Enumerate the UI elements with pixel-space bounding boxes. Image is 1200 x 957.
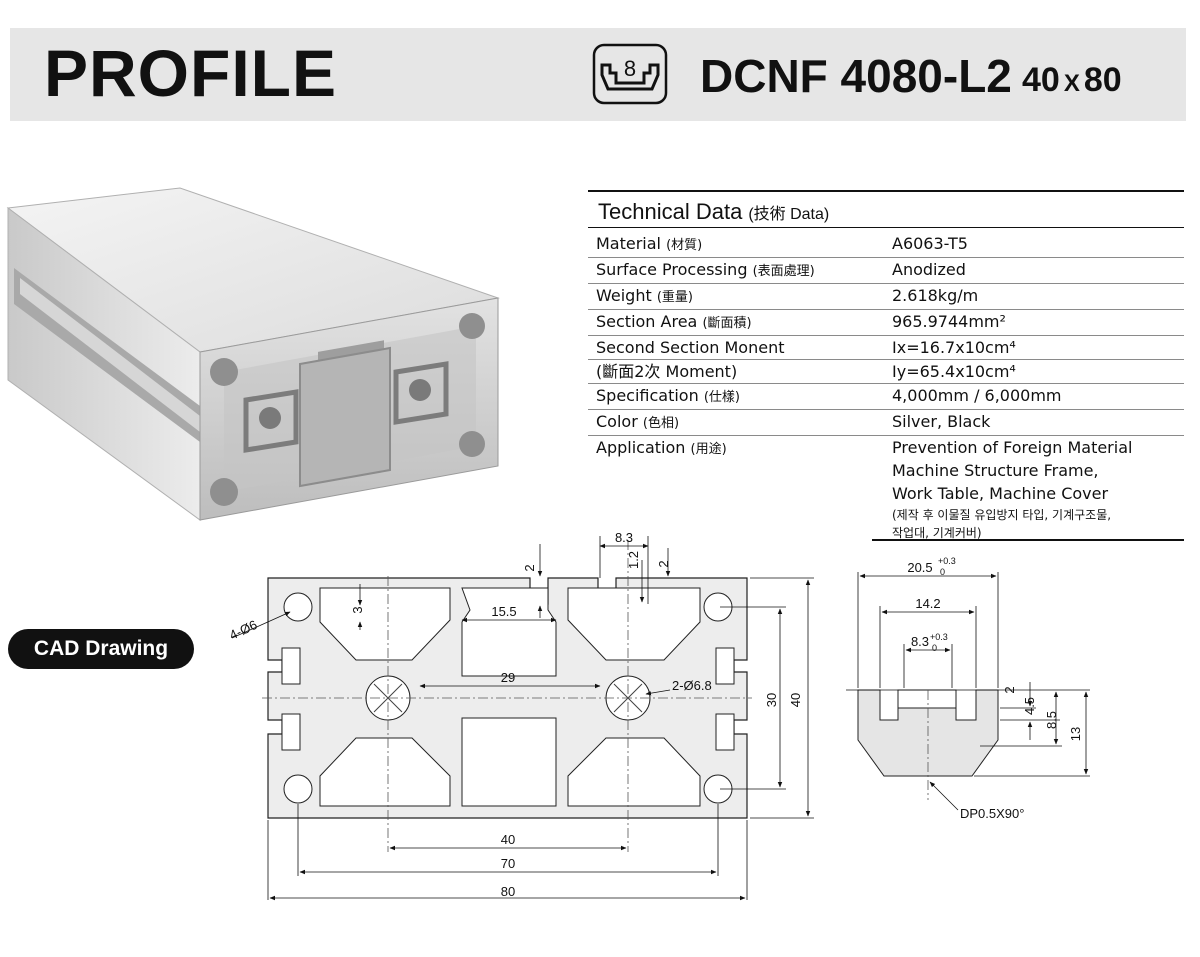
table-row-material: Material (材質) A6063-T5 bbox=[588, 232, 1184, 258]
model-number: DCNF 4080-L2 bbox=[700, 50, 1012, 102]
table-heading-text: Technical Data bbox=[598, 199, 743, 224]
row-label: Section Area bbox=[596, 312, 698, 331]
slot-dim-2: 2 bbox=[1002, 686, 1017, 693]
slot-dp-note: DP0.5X90° bbox=[960, 806, 1024, 821]
cavity-center-top bbox=[461, 587, 557, 677]
row-label-cjk: (材質) bbox=[666, 238, 703, 253]
slot-dim-4-5: 4.5 bbox=[1022, 697, 1037, 715]
row-label: Material bbox=[596, 234, 661, 253]
row-value: 4,000mm / 6,000mm bbox=[892, 386, 1062, 405]
page-title: PROFILE bbox=[44, 36, 338, 110]
row-value: A6063-T5 bbox=[892, 234, 968, 253]
row-label: Specification bbox=[596, 386, 699, 405]
slot-dim-8-3: 8.3 bbox=[911, 634, 929, 649]
application-line: Machine Structure Frame, bbox=[892, 461, 1099, 480]
dim-4-d6: 4-Ø6 bbox=[227, 617, 260, 643]
slot-8-label: 8 bbox=[624, 56, 636, 81]
corner-hole bbox=[283, 774, 313, 804]
dim-2-slot: 2 bbox=[656, 560, 671, 567]
slot-dim-8-3-tol: +0.3 bbox=[930, 632, 948, 642]
row-value: Silver, Black bbox=[892, 412, 991, 431]
table-row-moment-y: (斷面2次 Moment) Iy=65.4x10cm⁴ bbox=[588, 360, 1184, 384]
application-note: 작업대, 기계커버) bbox=[892, 526, 982, 540]
row-value: Ix=16.7x10cm⁴ bbox=[892, 338, 1016, 357]
cavity-left-top bbox=[319, 587, 451, 661]
row-label: Weight bbox=[596, 286, 652, 305]
cavity-left-bottom bbox=[319, 737, 451, 807]
dim-29: 29 bbox=[501, 670, 515, 685]
dim-8-3: 8.3 bbox=[615, 530, 633, 545]
cad-drawing-badge: CAD Drawing bbox=[8, 629, 194, 669]
dim-40-vertical: 40 bbox=[788, 693, 803, 707]
row-label-cjk: (用途) bbox=[690, 442, 727, 457]
row-label-cjk: (色相) bbox=[642, 416, 680, 431]
row-value: Anodized bbox=[892, 260, 966, 279]
dim-15-5: 15.5 bbox=[491, 604, 516, 619]
table-row-weight: Weight (重量) 2.618kg/m bbox=[588, 284, 1184, 310]
row-label-cjk: (表面處理) bbox=[752, 264, 815, 279]
table-row-surface: Surface Processing (表面處理) Anodized bbox=[588, 258, 1184, 284]
row-label: Color bbox=[596, 412, 638, 431]
slot-dim-14-2: 14.2 bbox=[915, 596, 940, 611]
profile-3d-render bbox=[6, 187, 500, 521]
row-label-cjk: (仕樣) bbox=[703, 390, 740, 405]
slot-detail-notch bbox=[897, 689, 957, 709]
row-label-cjk: (重量) bbox=[656, 290, 693, 305]
size-separator: X bbox=[1063, 70, 1080, 97]
dim-40: 40 bbox=[501, 832, 515, 847]
centerlines bbox=[262, 540, 752, 852]
corner-hole bbox=[283, 592, 313, 622]
table-row-application: Application (用途) Prevention of Foreign M… bbox=[588, 436, 1184, 541]
slot-dim-20-5: 20.5 bbox=[907, 560, 932, 575]
table-top-rule bbox=[588, 190, 1184, 192]
table-row-specification: Specification (仕樣) 4,000mm / 6,000mm bbox=[588, 384, 1184, 410]
table-rows: Material (材質) A6063-T5 Surface Processin… bbox=[588, 228, 1184, 541]
slot-left-bottom bbox=[281, 713, 301, 751]
application-line: Prevention of Foreign Material bbox=[892, 438, 1133, 457]
table-heading: Technical Data (技術 Data) bbox=[588, 192, 1184, 228]
row-value: 2.618kg/m bbox=[892, 286, 979, 305]
size-length: 80 bbox=[1083, 61, 1122, 99]
slot-right-top bbox=[715, 647, 735, 685]
dim-70: 70 bbox=[501, 856, 515, 871]
slot-dim-20-5-tol0: 0 bbox=[940, 567, 945, 577]
cad-cross-section: 80 70 40 29 15.5 8.3 2-Ø6.8 40 30 2 1.2 … bbox=[227, 530, 1090, 901]
row-label: Second Section Monent bbox=[596, 338, 785, 357]
dim-2-top: 2 bbox=[522, 564, 537, 571]
table-row-color: Color (色相) Silver, Black bbox=[588, 410, 1184, 436]
row-value: 965.9744mm² bbox=[892, 312, 1006, 331]
table-row-moment-x: Second Section Monent Ix=16.7x10cm⁴ bbox=[588, 336, 1184, 360]
row-label: Surface Processing bbox=[596, 260, 748, 279]
table-row-section-area: Section Area (斷面積) 965.9744mm² bbox=[588, 310, 1184, 336]
cavity-right-top bbox=[567, 587, 701, 661]
table-bottom-rule bbox=[872, 539, 1184, 541]
technical-data-table: Technical Data (技術 Data) Material (材質) A… bbox=[588, 190, 1184, 541]
size-width: 40 bbox=[1022, 61, 1060, 99]
slot-dim-20-5-tol: +0.3 bbox=[938, 556, 956, 566]
dim-80: 80 bbox=[501, 884, 515, 899]
slot-right-bottom bbox=[715, 713, 735, 751]
slot-left-top bbox=[281, 647, 301, 685]
row-label: Application bbox=[596, 438, 686, 457]
dim-30: 30 bbox=[764, 693, 779, 707]
row-label-cjk: (斷面積) bbox=[702, 316, 752, 331]
dim-3: 3 bbox=[350, 606, 365, 613]
table-heading-sub: (技術 Data) bbox=[748, 206, 830, 223]
application-note: (제작 후 이물질 유입방지 타입, 기계구조물, bbox=[892, 508, 1112, 522]
slot-dim-8-3-tol0: 0 bbox=[932, 643, 937, 653]
slot-dim-8-5: 8.5 bbox=[1044, 711, 1059, 729]
application-line: Work Table, Machine Cover bbox=[892, 484, 1109, 503]
row-label: (斷面2次 Moment) bbox=[596, 362, 738, 381]
cavity-center-bottom bbox=[461, 717, 557, 807]
slot-dim-13: 13 bbox=[1068, 727, 1083, 741]
dim-1-2: 1.2 bbox=[626, 551, 641, 569]
cavity-right-bottom bbox=[567, 737, 701, 807]
slot-8-icon: 8 bbox=[592, 43, 668, 105]
dim-2-d6-8: 2-Ø6.8 bbox=[672, 678, 712, 693]
row-value: Iy=65.4x10cm⁴ bbox=[892, 362, 1016, 381]
